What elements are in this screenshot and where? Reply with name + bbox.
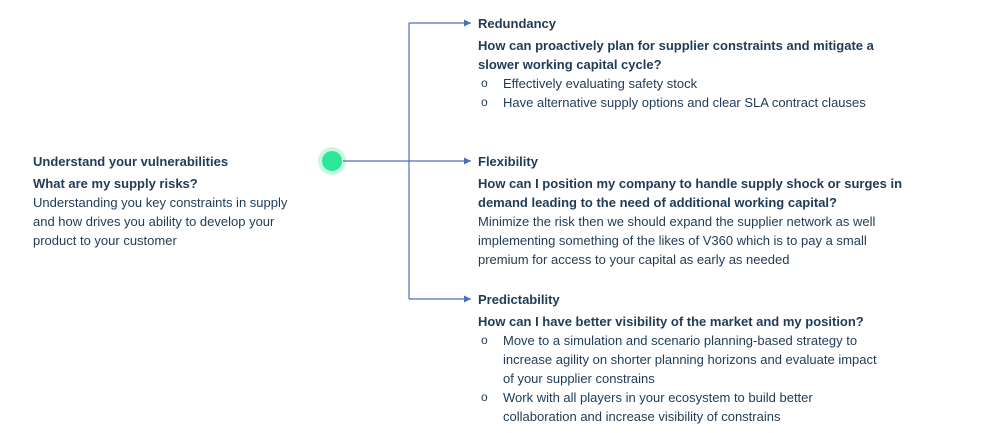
branch-title: Redundancy [478, 16, 557, 31]
branch-body-line: implementing something of the likes of V… [478, 233, 867, 248]
bullet-text: collaboration and increase visibility of… [503, 409, 781, 424]
root-body-line: and how drives you ability to develop yo… [33, 214, 275, 229]
branch-title: Flexibility [478, 154, 538, 169]
branch-question-line: slower working capital cycle? [478, 57, 662, 72]
bullet-text: Have alternative supply options and clea… [503, 95, 866, 110]
branch-title: Predictability [478, 292, 560, 307]
root-body-line: Understanding you key constraints in sup… [33, 195, 288, 210]
bullet-text: of your supplier constrains [503, 371, 655, 386]
root-body-line: product to your customer [33, 233, 177, 248]
bullet-item: o Work with all players in your ecosyste… [478, 388, 948, 426]
bullet-marker: o [481, 333, 488, 347]
branch-predictability: Predictability How can I have better vis… [478, 290, 948, 426]
bullet-marker: o [481, 390, 488, 404]
branch-body-line: premium for access to your capital as ea… [478, 252, 790, 267]
bullet-text: increase agility on shorter planning hor… [503, 352, 877, 367]
branch-question-line: How can proactively plan for supplier co… [478, 38, 874, 53]
branch-question-line: How can I position my company to handle … [478, 176, 903, 191]
branch-question-line: demand leading to the need of additional… [478, 195, 837, 210]
bullet-item: o Have alternative supply options and cl… [478, 93, 948, 112]
branch-redundancy: Redundancy How can proactively plan for … [478, 14, 948, 112]
branch-flexibility: Flexibility How can I position my compan… [478, 152, 948, 269]
bullet-text: Effectively evaluating safety stock [503, 76, 698, 91]
root-title: Understand your vulnerabilities [33, 154, 229, 169]
bullet-item: o Effectively evaluating safety stock [478, 74, 948, 93]
root-question: What are my supply risks? [33, 176, 198, 191]
root-node-text: Understand your vulnerabilities What are… [33, 152, 313, 250]
branch-body-line: Minimize the risk then we should expand … [478, 214, 876, 229]
bullet-text: Work with all players in your ecosystem … [503, 390, 813, 405]
root-node-dot [322, 151, 342, 171]
bullet-marker: o [481, 95, 488, 109]
branch-question-line: How can I have better visibility of the … [478, 314, 864, 329]
bullet-item: o Move to a simulation and scenario plan… [478, 331, 948, 388]
bullet-marker: o [481, 76, 488, 90]
bullet-text: Move to a simulation and scenario planni… [503, 333, 858, 348]
